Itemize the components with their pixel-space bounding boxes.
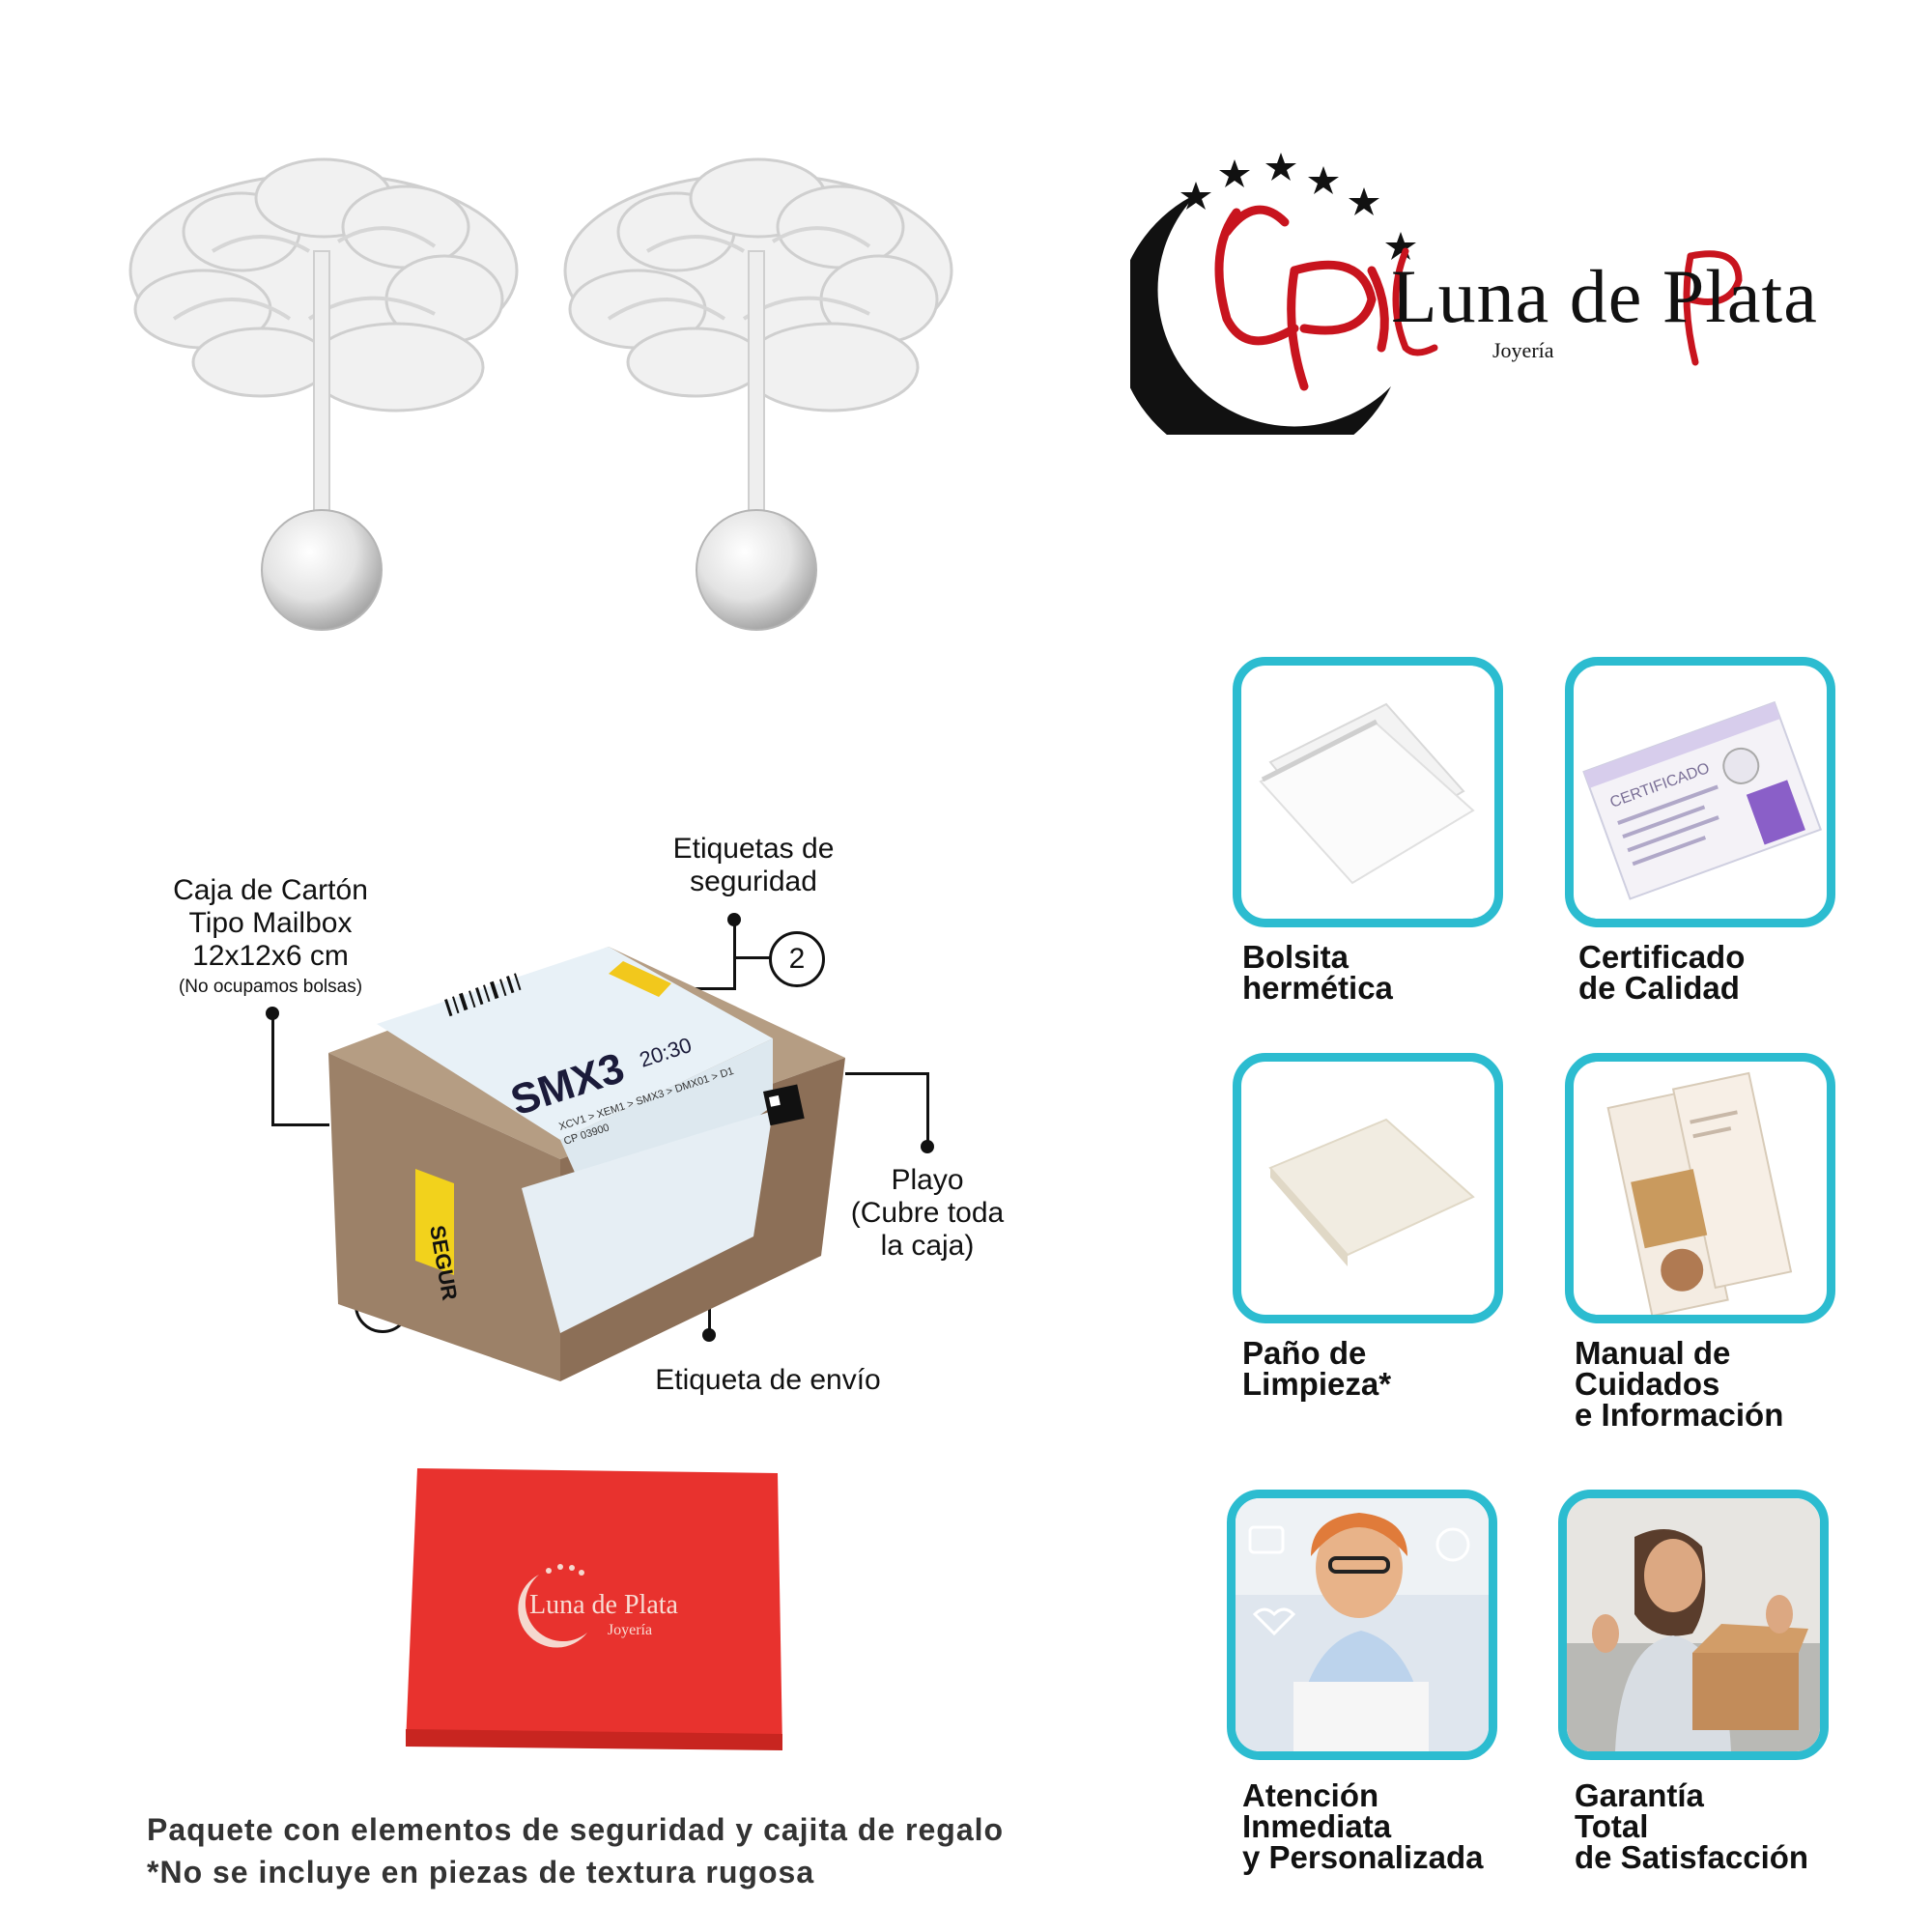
callout-dot: [921, 1140, 934, 1153]
certificate-icon: CERTIFICADO: [1582, 700, 1823, 900]
cloth-icon: [1268, 1118, 1475, 1266]
callout-line: [736, 956, 775, 959]
support-icon: [1236, 1498, 1489, 1751]
feature-label-satisfaction: Garantía Total de Satisfacción: [1575, 1777, 1809, 1875]
feature-label-bag: Bolsita hermética: [1242, 939, 1393, 1006]
feature-card-cloth: [1233, 1053, 1503, 1323]
feature-card-bag: [1233, 657, 1503, 927]
callout-line: [845, 1072, 929, 1075]
feature-label-cloth: Paño de Limpieza*: [1242, 1335, 1392, 1402]
gift-box-subtitle: Joyería: [608, 1622, 652, 1638]
callout-line: [733, 920, 736, 990]
earring-left: [116, 145, 531, 647]
bag-icon: [1259, 702, 1475, 885]
callout-dot: [266, 1007, 279, 1020]
wrap-label: Playo (Cubre toda la caja): [850, 1164, 1005, 1262]
gift-box-image: Luna de Plata Joyería: [406, 1468, 787, 1758]
gift-box-brand: Luna de Plata: [529, 1590, 679, 1620]
footer-line-1: Paquete con elementos de seguridad y caj…: [147, 1812, 1005, 1847]
feature-card-support: [1227, 1490, 1497, 1760]
box-label: Caja de Cartón Tipo Mailbox 12x12x6 cm: [173, 874, 368, 972]
feature-label-manual: Manual de Cuidados e Información: [1575, 1335, 1784, 1433]
earring-right: [551, 145, 966, 647]
shipping-box-image: SMX3 20:30 XCV1 > XEM1 > SMX3 > DMX01 > …: [328, 947, 845, 1381]
satisfaction-icon: [1567, 1498, 1820, 1751]
manual-icon: [1606, 1071, 1793, 1315]
callout-dot: [702, 1328, 716, 1342]
feature-label-support: Atención Inmediata y Personalizada: [1242, 1777, 1484, 1875]
count-badge-top: 2: [769, 931, 825, 987]
moon-stars-icon: [1130, 153, 1743, 435]
shipping-label-label: Etiqueta de envío: [655, 1364, 881, 1396]
gift-box-logo: [518, 1564, 587, 1648]
callout-line: [926, 1074, 929, 1142]
feature-card-manual: [1565, 1053, 1835, 1323]
callout-line: [271, 1123, 329, 1126]
feature-card-certificate: CERTIFICADO: [1565, 657, 1835, 927]
feature-label-certificate: Certificado de Calidad: [1578, 939, 1746, 1006]
box-note: (No ocupamos bolsas): [178, 977, 363, 997]
footer-line-2: *No se incluye en piezas de textura rugo…: [147, 1855, 815, 1889]
security-labels-label: Etiquetas de seguridad: [672, 833, 835, 897]
callout-line: [676, 987, 736, 990]
brand-logo: Luna de Plata Joyería: [1130, 145, 1845, 435]
brand-subtitle: Joyería: [1492, 338, 1554, 362]
feature-card-satisfaction: [1558, 1490, 1829, 1760]
callout-line: [271, 1014, 274, 1125]
brand-name: Luna de Plata: [1391, 254, 1818, 338]
